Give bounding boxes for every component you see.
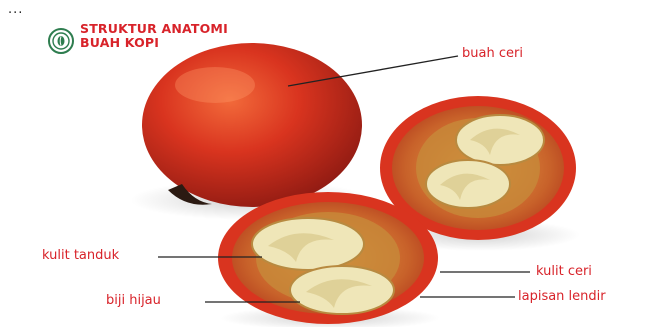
label-kulit-ceri: kulit ceri [536, 264, 592, 279]
whole-cherry [142, 43, 362, 207]
diagram-title: STRUKTUR ANATOMI BUAH KOPI [80, 22, 228, 50]
label-buah-ceri: buah ceri [462, 46, 523, 61]
label-kulit-tanduk: kulit tanduk [42, 248, 119, 263]
cut-cherry-bottom [218, 192, 438, 324]
label-biji-hijau: biji hijau [106, 293, 161, 308]
title-line-2: BUAH KOPI [80, 36, 228, 50]
label-lapisan-lendir: lapisan lendir [518, 289, 606, 304]
ellipsis-text: ... [8, 2, 23, 17]
title-line-1: STRUKTUR ANATOMI [80, 22, 228, 36]
coffee-logo-icon [48, 28, 74, 54]
